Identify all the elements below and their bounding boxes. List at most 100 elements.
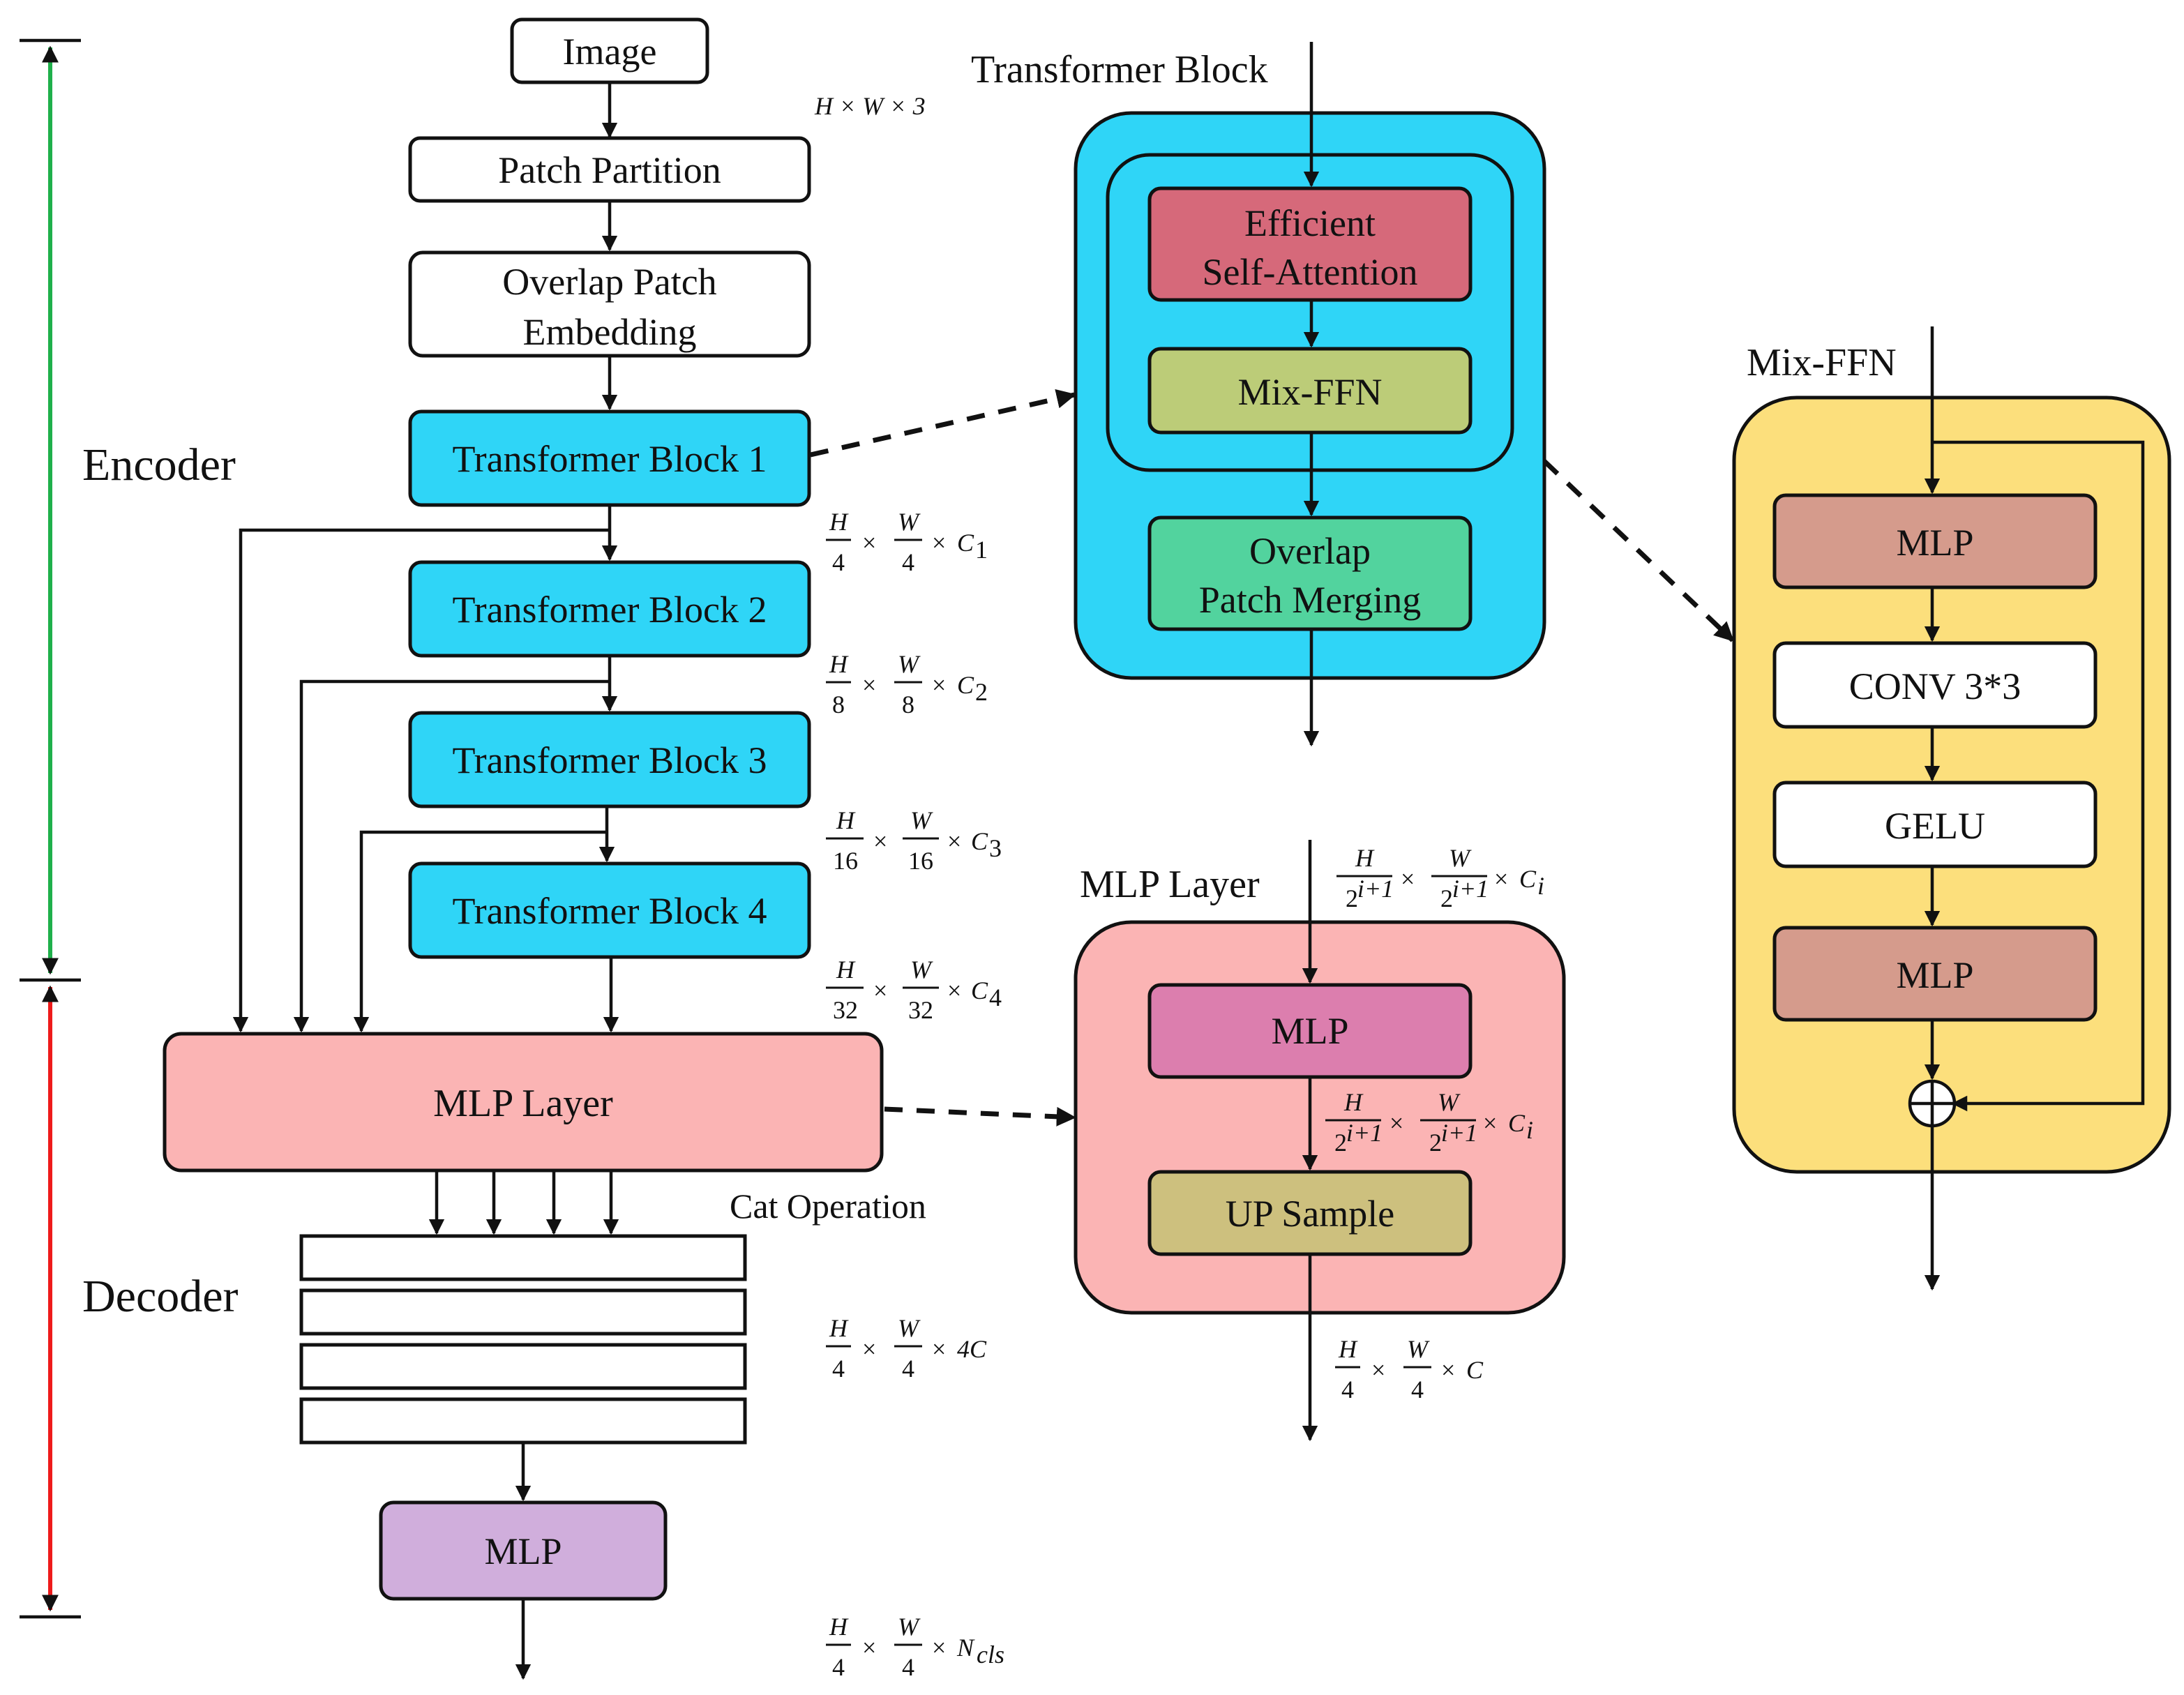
overlap-patch-embedding-box: Overlap Patch Embedding <box>408 250 811 358</box>
overlap-label: Overlap <box>1249 530 1371 572</box>
mlp-layer-detail: MLP UP Sample <box>1074 840 1566 1442</box>
svg-text:1: 1 <box>975 536 988 564</box>
svg-text:16: 16 <box>908 847 933 875</box>
svg-text:C: C <box>1519 865 1537 893</box>
svg-text:×: × <box>1390 1109 1403 1137</box>
svg-text:×: × <box>1494 865 1508 893</box>
cat-operation-label: Cat Operation <box>730 1186 926 1226</box>
skip-connection-1 <box>232 528 610 1033</box>
tb2-label: Transformer Block 2 <box>453 589 767 631</box>
svg-text:4: 4 <box>832 1355 845 1383</box>
dim-stage3: H 16 × W 16 × C 3 <box>826 806 1002 875</box>
svg-text:W: W <box>910 806 933 834</box>
svg-text:2: 2 <box>975 678 988 706</box>
svg-text:×: × <box>873 977 887 1004</box>
add-icon <box>1908 1079 1957 1128</box>
svg-text:C: C <box>971 977 988 1004</box>
mix-ffn-detail: MLP CONV 3*3 GELU MLP <box>1732 326 2171 1291</box>
dim-output: H 4 × W 4 × N cls <box>826 1613 1004 1681</box>
svg-text:×: × <box>932 1335 946 1363</box>
gelu-label: GELU <box>1885 805 1985 847</box>
svg-text:×: × <box>1483 1109 1497 1137</box>
transformer-block-4: Transformer Block 4 <box>408 861 811 959</box>
mlp-detail-mlp-label: MLP <box>1271 1010 1348 1052</box>
svg-text:C: C <box>957 529 974 557</box>
decoder-label: Decoder <box>82 1271 239 1322</box>
dim-stage1: H 4 × W 4 × C 1 <box>826 508 988 576</box>
mlp-layer-label: MLP Layer <box>433 1082 613 1125</box>
svg-text:W: W <box>1407 1335 1430 1363</box>
svg-text:×: × <box>1401 865 1415 893</box>
svg-text:2: 2 <box>1334 1129 1347 1157</box>
patch-partition-box: Patch Partition <box>408 136 811 203</box>
svg-text:i: i <box>1526 1116 1533 1144</box>
svg-text:32: 32 <box>833 996 858 1024</box>
dim-stage4: H 32 × W 32 × C 4 <box>826 956 1002 1024</box>
svg-text:i+1: i+1 <box>1346 1119 1383 1147</box>
svg-text:4: 4 <box>1341 1376 1354 1403</box>
dashed-link-mixffn <box>1473 393 1735 642</box>
efficient-label: Efficient <box>1244 202 1376 244</box>
svg-text:W: W <box>1449 844 1472 872</box>
svg-text:4: 4 <box>989 984 1002 1011</box>
upsample-label: UP Sample <box>1226 1193 1395 1235</box>
svg-text:4: 4 <box>832 548 845 576</box>
svg-text:H: H <box>829 1613 849 1641</box>
patch-merging-label: Patch Merging <box>1199 579 1421 621</box>
dim-mlp-mid: H 2 i+1 × W 2 i+1 × C i <box>1325 1088 1533 1157</box>
mix-ffn-detail-title: Mix-FFN <box>1747 341 1897 384</box>
dim-concat: H 4 × W 4 × 4C <box>826 1314 987 1383</box>
svg-text:H: H <box>1338 1335 1358 1363</box>
svg-text:8: 8 <box>832 691 845 718</box>
mlp-head-label: MLP <box>484 1530 562 1572</box>
dim-mlp-output: H 4 × W 4 × C <box>1335 1335 1484 1403</box>
svg-text:×: × <box>932 671 946 699</box>
encoder-range-bar <box>20 38 81 982</box>
svg-text:×: × <box>862 1335 876 1363</box>
mix-mlp1-label: MLP <box>1896 522 1973 564</box>
mlp-head-box: MLP <box>379 1500 668 1601</box>
svg-text:×: × <box>932 529 946 557</box>
svg-text:C: C <box>1508 1109 1526 1137</box>
svg-text:i: i <box>1537 872 1544 900</box>
svg-text:W: W <box>898 1314 921 1342</box>
tb1-label: Transformer Block 1 <box>453 438 767 480</box>
svg-text:32: 32 <box>908 996 933 1024</box>
svg-text:H: H <box>836 806 856 834</box>
svg-text:cls: cls <box>977 1641 1004 1668</box>
svg-text:H: H <box>1355 844 1375 872</box>
svg-text:×: × <box>947 827 961 855</box>
svg-text:H: H <box>829 508 849 536</box>
patch-partition-label: Patch Partition <box>498 149 721 191</box>
dim-mlp-input: H 2 i+1 × W 2 i+1 × C i <box>1336 844 1544 912</box>
tb3-label: Transformer Block 3 <box>453 739 767 781</box>
decoder-range-bar <box>20 985 81 1619</box>
svg-text:C: C <box>1466 1356 1484 1384</box>
svg-text:4: 4 <box>902 548 914 576</box>
svg-text:N: N <box>956 1634 975 1662</box>
skip-connection-3 <box>353 830 607 1033</box>
svg-text:4C: 4C <box>957 1335 987 1363</box>
svg-text:W: W <box>898 650 921 678</box>
svg-text:H: H <box>836 956 856 984</box>
svg-text:i+1: i+1 <box>1441 1119 1477 1147</box>
mix-mlp2-label: MLP <box>1896 954 1973 996</box>
svg-text:16: 16 <box>833 847 858 875</box>
svg-text:H: H <box>829 650 849 678</box>
overlap-embedding-line1: Overlap Patch <box>502 261 716 303</box>
image-box: Image <box>510 17 709 84</box>
cat-arrows <box>428 1170 619 1235</box>
transformer-block-2: Transformer Block 2 <box>408 560 811 658</box>
svg-text:H × W × 3: H × W × 3 <box>814 92 926 120</box>
svg-text:4: 4 <box>832 1653 845 1681</box>
encoder-label: Encoder <box>82 439 236 490</box>
svg-text:2: 2 <box>1429 1129 1442 1157</box>
dim-input: H × W × 3 <box>814 92 926 120</box>
svg-text:W: W <box>910 956 933 984</box>
conv-label: CONV 3*3 <box>1849 665 2021 707</box>
mix-ffn-label: Mix-FFN <box>1237 371 1382 413</box>
svg-text:8: 8 <box>902 691 914 718</box>
svg-text:C: C <box>971 827 988 855</box>
svg-text:4: 4 <box>1411 1376 1424 1403</box>
tb4-label: Transformer Block 4 <box>453 890 767 932</box>
